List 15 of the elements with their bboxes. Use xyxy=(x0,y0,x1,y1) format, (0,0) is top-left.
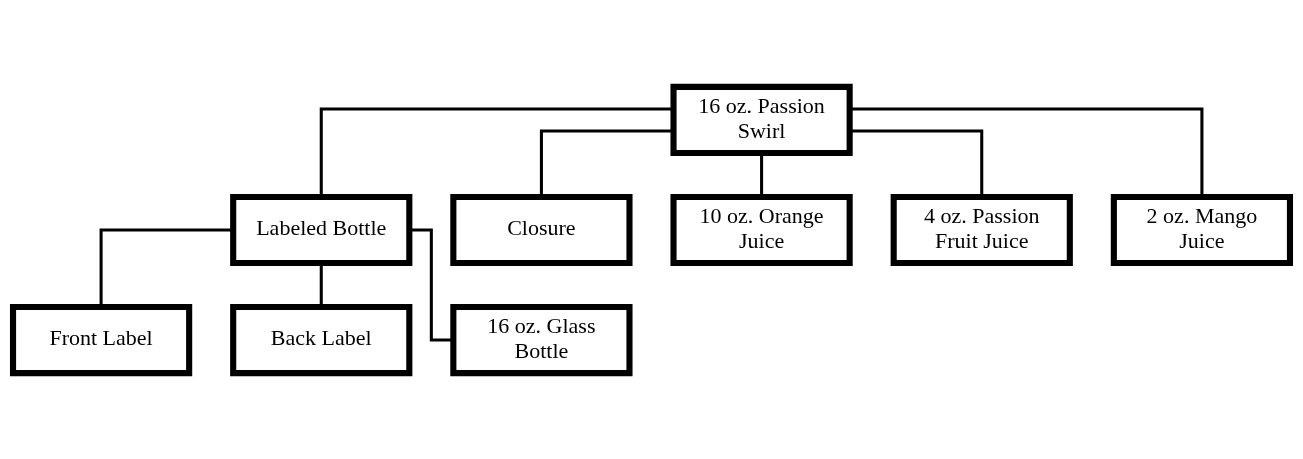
node-box: Closure xyxy=(450,193,633,266)
connector xyxy=(850,106,1204,197)
node-box: Back Label xyxy=(230,303,413,376)
connector xyxy=(409,227,454,342)
connector xyxy=(849,128,984,196)
node-box: 10 oz. Orange Juice xyxy=(670,193,853,266)
connector xyxy=(539,128,674,196)
node-box: 4 oz. Passion Fruit Juice xyxy=(890,193,1073,266)
node-box: 2 oz. Mango Juice xyxy=(1110,193,1294,266)
node-box: 16 oz. Glass Bottle xyxy=(450,303,633,376)
node-box: 16 oz. Passion Swirl xyxy=(670,83,853,156)
connector xyxy=(99,227,233,307)
connector xyxy=(319,106,673,197)
node-box: Labeled Bottle xyxy=(230,193,413,266)
node-box: Front Label xyxy=(9,303,193,376)
